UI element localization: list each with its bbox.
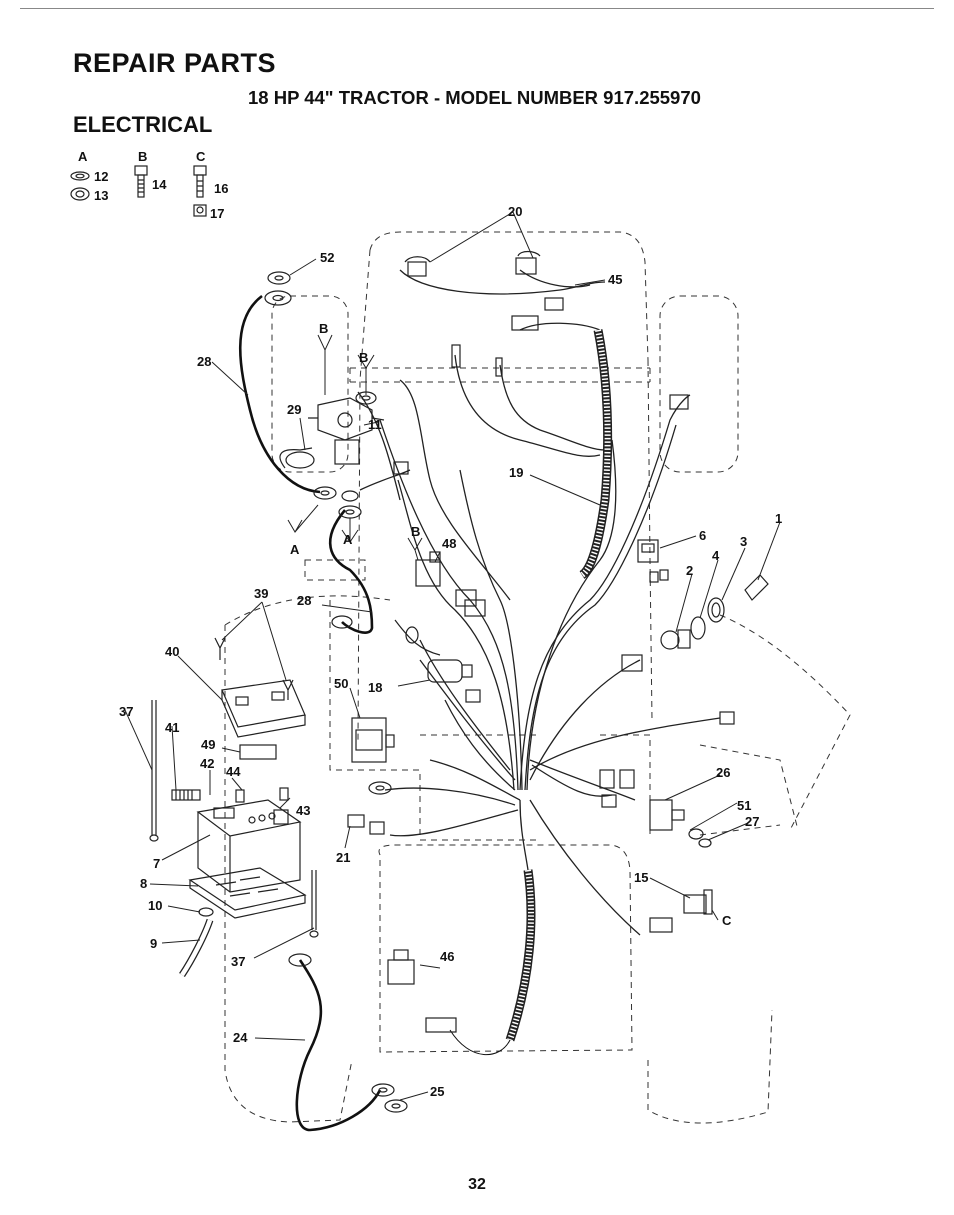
callout-45: 45 — [608, 272, 622, 287]
callout-6: 6 — [699, 528, 706, 543]
callout-41: 41 — [165, 720, 179, 735]
page-number: 32 — [468, 1176, 486, 1193]
legend-item-16: 16 — [214, 181, 228, 196]
callout-4: 4 — [712, 548, 720, 563]
callout-43: 43 — [296, 803, 310, 818]
callout-2: 2 — [686, 563, 693, 578]
callout-40: 40 — [165, 644, 179, 659]
callout-18: 18 — [368, 680, 382, 695]
key-b-upper-right: B — [359, 350, 368, 365]
callout-leaders — [124, 211, 781, 1101]
switches-and-connectors — [347, 250, 769, 1033]
callout-51: 51 — [737, 798, 751, 813]
page-subtitle: 18 HP 44" TRACTOR - MODEL NUMBER 917.255… — [248, 87, 701, 108]
key-a-left: A — [290, 542, 300, 557]
legend-item-13: 13 — [94, 188, 108, 203]
conduit-upper — [579, 329, 613, 579]
callout-44: 44 — [226, 764, 241, 779]
callout-8: 8 — [140, 876, 147, 891]
callout-24: 24 — [233, 1030, 248, 1045]
legend-item-14: 14 — [152, 177, 167, 192]
callout-26: 26 — [716, 765, 730, 780]
key-b-relay: B — [411, 524, 420, 539]
callout-20: 20 — [508, 204, 522, 219]
legend-key-a: A — [78, 149, 88, 164]
callout-25: 25 — [430, 1084, 444, 1099]
legend-key-b: B — [138, 149, 148, 164]
callout-48: 48 — [442, 536, 456, 551]
section-heading: ELECTRICAL — [73, 112, 213, 137]
legend-item-17: 17 — [210, 206, 224, 221]
legend-item-12: 12 — [94, 169, 108, 184]
callout-42: 42 — [200, 756, 214, 771]
callout-9: 9 — [150, 936, 157, 951]
starter-solenoid — [279, 397, 385, 469]
battery-assembly — [149, 637, 319, 977]
ring-terminals — [264, 271, 712, 1113]
key-c: C — [722, 913, 732, 928]
wiring-harness — [357, 269, 721, 936]
key-b-upper-left: B — [319, 321, 328, 336]
callout-52: 52 — [320, 250, 334, 265]
page-title: REPAIR PARTS — [73, 48, 277, 78]
callout-49: 49 — [201, 737, 215, 752]
legend-hardware — [70, 165, 207, 217]
battery-cables — [238, 294, 382, 1132]
callout-15: 15 — [634, 870, 648, 885]
callout-39: 39 — [254, 586, 268, 601]
callout-7: 7 — [153, 856, 160, 871]
callout-37-left: 37 — [119, 704, 133, 719]
callout-28-upper: 28 — [197, 354, 211, 369]
callout-1: 1 — [775, 511, 782, 526]
callout-21: 21 — [336, 850, 350, 865]
callout-29: 29 — [287, 402, 301, 417]
legend-key-c: C — [196, 149, 206, 164]
callout-28-lower: 28 — [297, 593, 311, 608]
callout-37-right: 37 — [231, 954, 245, 969]
callout-11: 11 — [368, 417, 382, 432]
callout-10: 10 — [148, 898, 162, 913]
callout-19: 19 — [509, 465, 523, 480]
conduit-lower — [449, 869, 536, 1055]
key-a-right: A — [343, 532, 353, 547]
top-rule — [20, 8, 934, 9]
tractor-outline — [224, 231, 851, 1124]
callout-50: 50 — [334, 676, 348, 691]
callout-3: 3 — [740, 534, 747, 549]
callout-46: 46 — [440, 949, 454, 964]
callout-27: 27 — [745, 814, 759, 829]
